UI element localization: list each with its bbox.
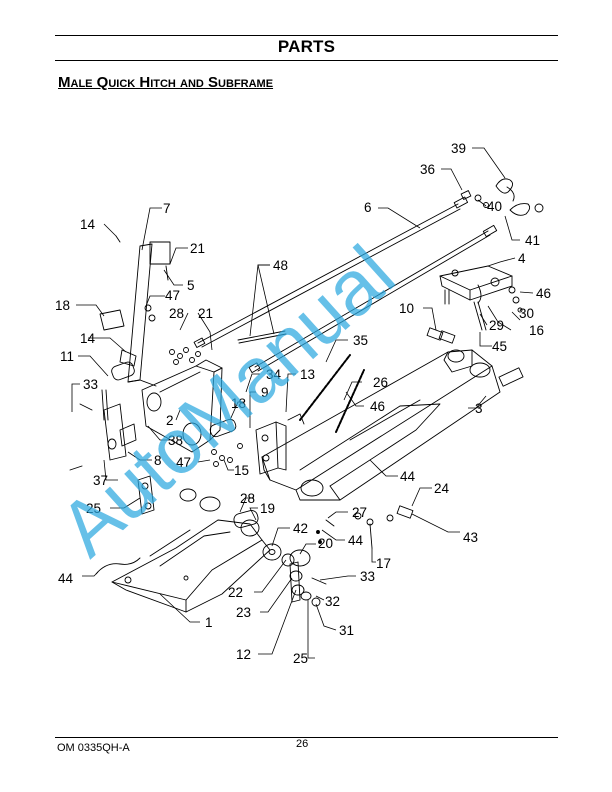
callout-label: 37 xyxy=(93,473,108,488)
callout-label: 43 xyxy=(463,530,478,545)
callout-label: 22 xyxy=(228,585,243,600)
callout-label: 34 xyxy=(266,367,282,382)
callout-label: 33 xyxy=(360,569,375,584)
callout-label: 8 xyxy=(154,453,162,468)
parts-artwork xyxy=(69,178,544,613)
callout-label: 15 xyxy=(234,463,249,478)
callout-label: 33 xyxy=(83,377,98,392)
page-number: 26 xyxy=(296,738,309,750)
callout-label: 23 xyxy=(236,605,251,620)
callout-label: 4 xyxy=(518,251,526,266)
callout-label: 9 xyxy=(261,385,269,400)
callout-label: 44 xyxy=(348,533,364,548)
callout-label: 30 xyxy=(519,306,534,321)
callout-label: 1 xyxy=(205,615,213,630)
callout-label: 25 xyxy=(86,501,101,516)
callout-label: 45 xyxy=(492,339,507,354)
callout-label: 46 xyxy=(370,399,385,414)
callout-label: 11 xyxy=(60,349,74,364)
callout-label: 16 xyxy=(529,323,544,338)
callout-label: 19 xyxy=(260,501,275,516)
document-code: OM 0335QH-A xyxy=(57,742,130,754)
callout-label: 18 xyxy=(231,396,246,411)
callout-label: 44 xyxy=(58,571,74,586)
callout-label: 3 xyxy=(475,401,483,416)
callout-label: 28 xyxy=(240,491,255,506)
callout-label: 26 xyxy=(373,375,388,390)
callout-label: 12 xyxy=(236,647,251,662)
callout-label: 21 xyxy=(198,306,213,321)
callout-label: 48 xyxy=(273,258,288,273)
callout-label: 36 xyxy=(420,162,435,177)
callout-labels: 39 36 40 6 41 7 14 21 5 47 4 48 46 30 18… xyxy=(55,141,551,666)
callout-label: 38 xyxy=(168,433,183,448)
callout-label: 14 xyxy=(80,217,96,232)
callout-label: 14 xyxy=(80,331,96,346)
callout-label: 42 xyxy=(293,521,308,536)
callout-label: 41 xyxy=(525,233,540,248)
callout-label: 44 xyxy=(400,469,416,484)
callout-label: 46 xyxy=(536,286,551,301)
callout-label: 20 xyxy=(318,536,333,551)
callout-label: 35 xyxy=(353,333,368,348)
callout-label: 17 xyxy=(376,556,391,571)
header-bottom-rule xyxy=(55,60,558,61)
page-title: PARTS xyxy=(277,37,336,56)
callout-label: 47 xyxy=(165,288,180,303)
callout-label: 31 xyxy=(339,623,354,638)
callout-label: 18 xyxy=(55,298,70,313)
callout-label: 29 xyxy=(489,318,504,333)
callout-label: 32 xyxy=(325,594,340,609)
callout-label: 28 xyxy=(169,306,184,321)
section-title: Male Quick Hitch and Subframe xyxy=(58,74,274,91)
footer-rule xyxy=(55,737,558,738)
callout-label: 13 xyxy=(300,367,315,382)
callout-label: 7 xyxy=(163,201,171,216)
callout-label: 39 xyxy=(451,141,466,156)
callout-label: 10 xyxy=(399,301,414,316)
callout-label: 40 xyxy=(487,199,502,214)
callout-label: 21 xyxy=(190,241,205,256)
leader-lines xyxy=(71,147,534,659)
callout-label: 24 xyxy=(434,481,450,496)
callout-label: 47 xyxy=(176,455,191,470)
callout-label: 25 xyxy=(293,651,308,666)
callout-label: 27 xyxy=(352,505,367,520)
callout-label: 2 xyxy=(166,413,174,428)
header-top-rule xyxy=(55,35,558,36)
callout-label: 6 xyxy=(364,200,372,215)
callout-label: 5 xyxy=(187,278,195,293)
